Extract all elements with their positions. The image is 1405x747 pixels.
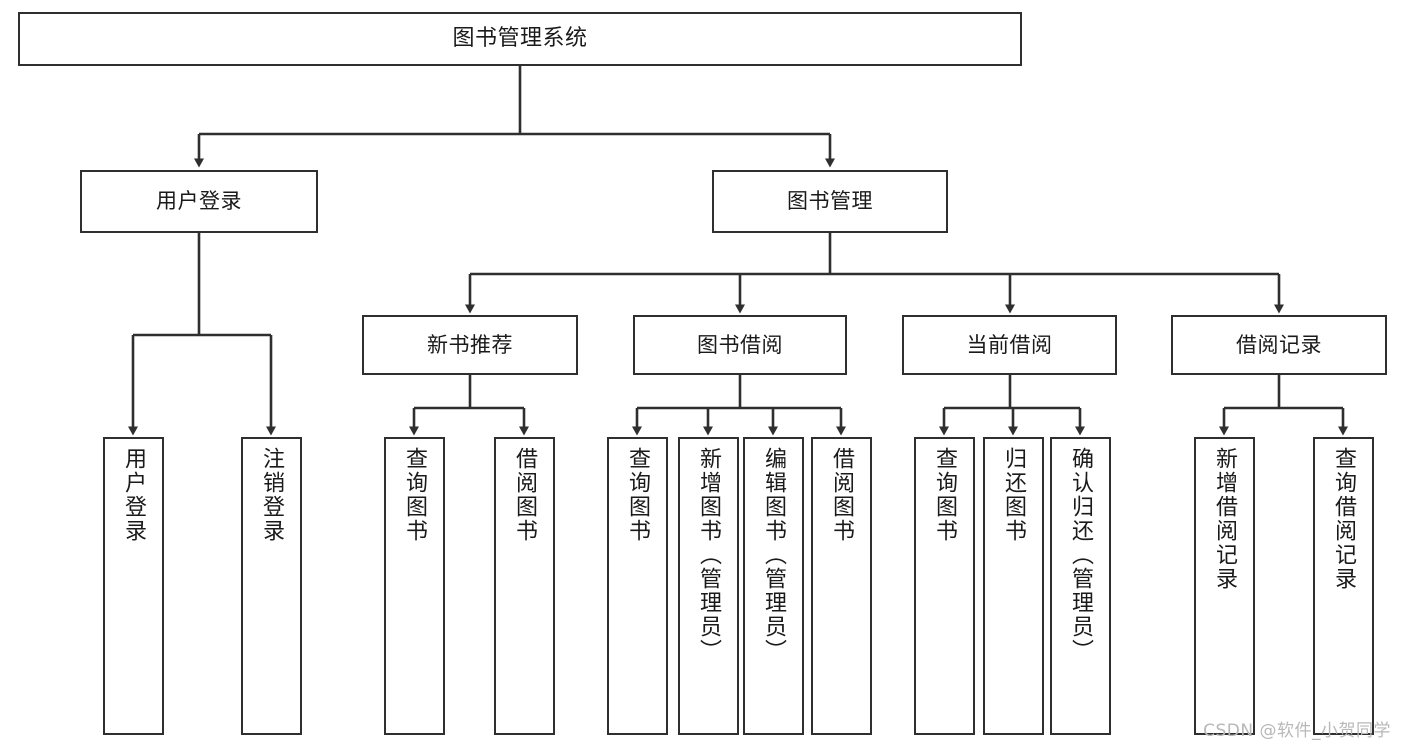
leaf-confirm-return[interactable]: 确认归还（管理员） bbox=[1050, 437, 1111, 735]
node-label: 当前借阅 bbox=[966, 332, 1053, 357]
node-label: 新书推荐 bbox=[427, 332, 513, 357]
node-label: 图书借阅 bbox=[697, 332, 783, 357]
node-borrow-record[interactable]: 借阅记录 bbox=[1171, 315, 1387, 375]
node-label: 编辑图书（管理员） bbox=[761, 447, 787, 663]
node-book-management[interactable]: 图书管理 bbox=[712, 170, 948, 233]
leaf-borrow-book[interactable]: 借阅图书 bbox=[811, 437, 872, 735]
leaf-add-borrow-record[interactable]: 新增借阅记录 bbox=[1194, 437, 1255, 735]
leaf-edit-book[interactable]: 编辑图书（管理员） bbox=[743, 437, 804, 735]
leaf-query-book-recommend[interactable]: 查询图书 bbox=[384, 437, 445, 735]
node-label: 用户登录 bbox=[121, 447, 147, 543]
node-new-book-recommend[interactable]: 新书推荐 bbox=[362, 315, 578, 375]
node-label: 新增图书（管理员） bbox=[696, 447, 722, 663]
node-label: 图书管理系统 bbox=[452, 26, 588, 52]
leaf-query-book-borrow[interactable]: 查询图书 bbox=[607, 437, 668, 735]
watermark-text: CSDN @软件_小贺同学 bbox=[1203, 721, 1391, 741]
leaf-query-book-current[interactable]: 查询图书 bbox=[914, 437, 975, 735]
node-label: 借阅图书 bbox=[512, 447, 538, 543]
node-label: 图书管理 bbox=[787, 189, 873, 214]
node-current-borrow[interactable]: 当前借阅 bbox=[902, 315, 1117, 375]
node-label: 新增借阅记录 bbox=[1212, 447, 1238, 591]
leaf-user-login[interactable]: 用户登录 bbox=[103, 437, 164, 735]
node-label: 查询图书 bbox=[625, 447, 651, 543]
node-label: 用户登录 bbox=[156, 189, 242, 214]
node-label: 借阅记录 bbox=[1236, 332, 1322, 357]
node-root-system[interactable]: 图书管理系统 bbox=[18, 12, 1022, 66]
node-label: 查询借阅记录 bbox=[1331, 447, 1357, 591]
node-label: 确认归还（管理员） bbox=[1068, 447, 1094, 663]
node-label: 查询图书 bbox=[402, 447, 428, 543]
node-label: 借阅图书 bbox=[829, 447, 855, 543]
leaf-return-book[interactable]: 归还图书 bbox=[983, 437, 1044, 735]
node-label: 查询图书 bbox=[932, 447, 958, 543]
node-user-login[interactable]: 用户登录 bbox=[80, 170, 318, 233]
node-book-borrow[interactable]: 图书借阅 bbox=[633, 315, 847, 375]
node-label: 注销登录 bbox=[259, 447, 285, 543]
leaf-add-book[interactable]: 新增图书（管理员） bbox=[678, 437, 739, 735]
node-label: 归还图书 bbox=[1001, 447, 1027, 543]
leaf-logout-login[interactable]: 注销登录 bbox=[241, 437, 302, 735]
leaf-query-borrow-record[interactable]: 查询借阅记录 bbox=[1313, 437, 1374, 735]
leaf-borrow-book-recommend[interactable]: 借阅图书 bbox=[494, 437, 555, 735]
